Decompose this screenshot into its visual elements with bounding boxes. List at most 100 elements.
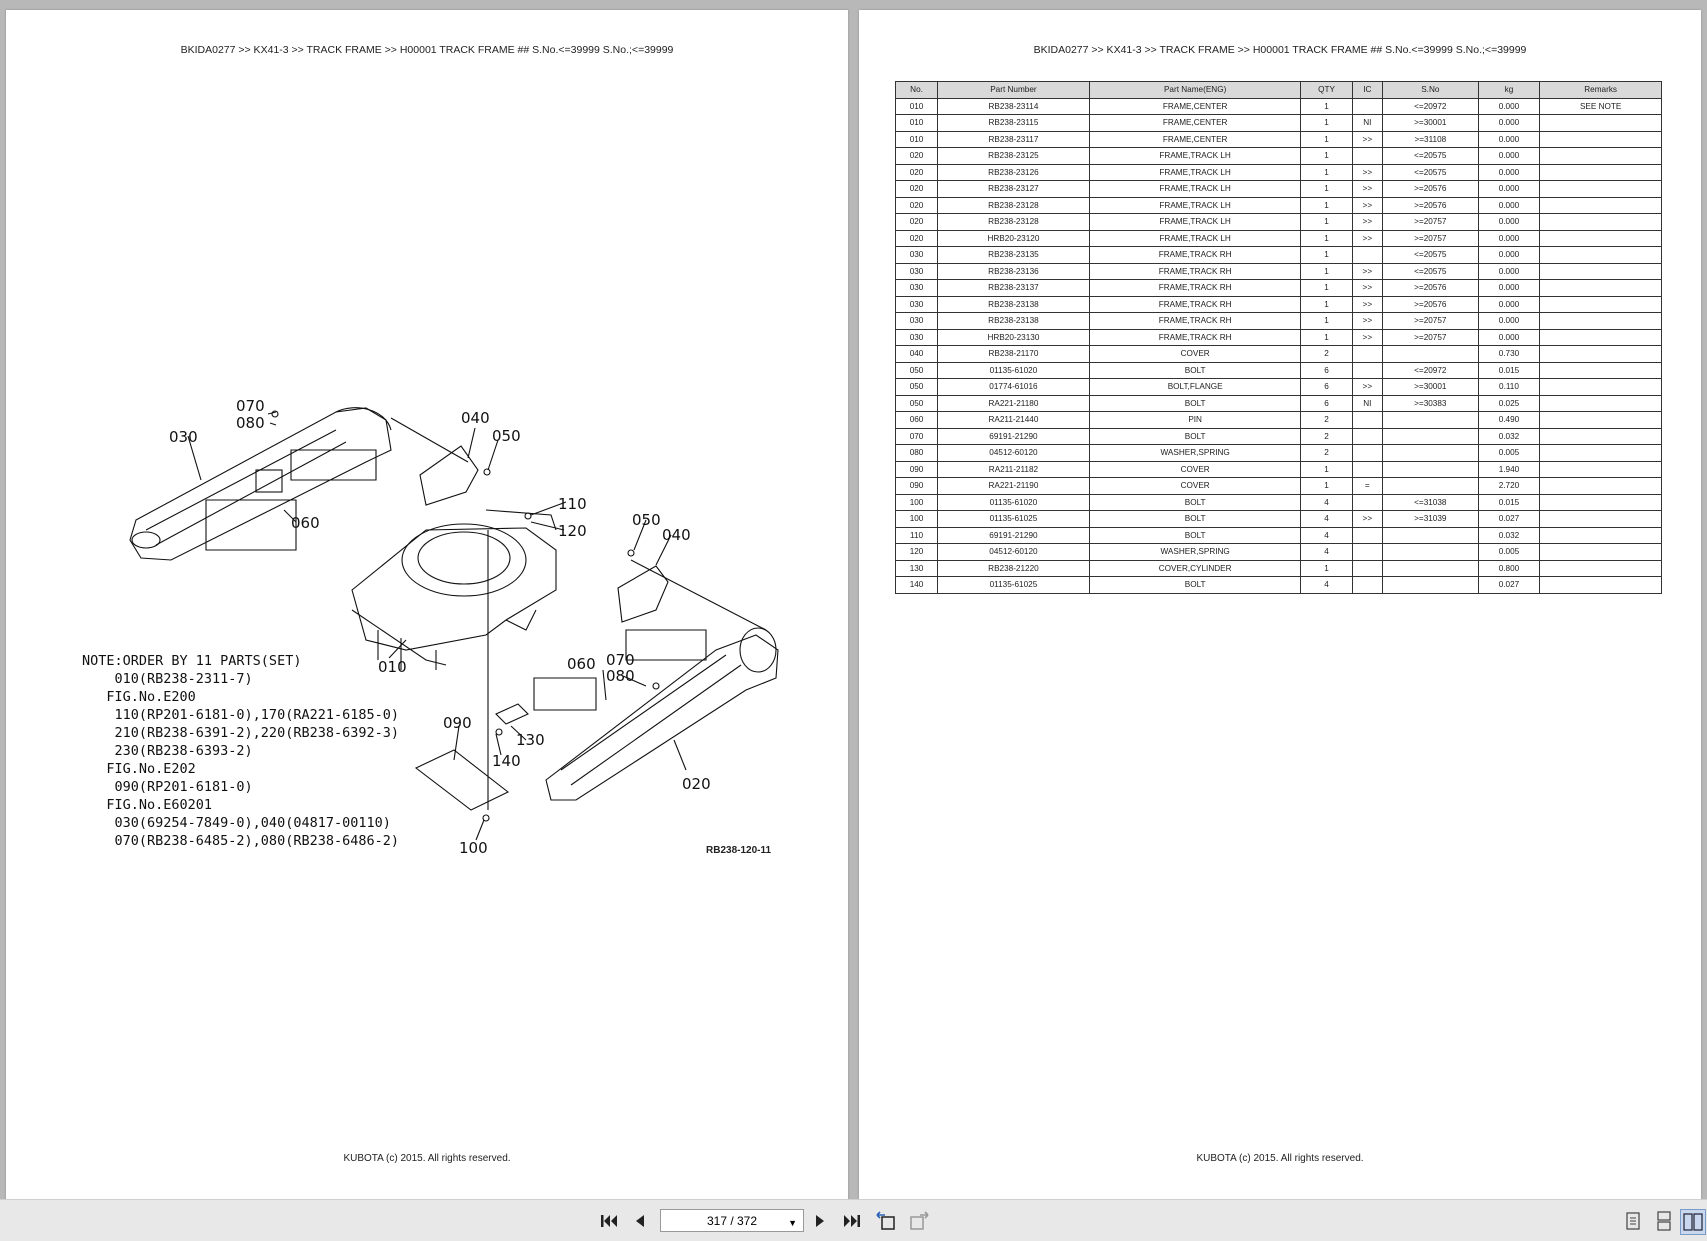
table-cell: COVER,CYLINDER	[1088, 559, 1302, 577]
cover-right-shape	[617, 565, 669, 623]
table-cell: BOLT	[1088, 576, 1302, 594]
table-cell: 100	[894, 493, 939, 511]
back-view-button[interactable]	[874, 1209, 898, 1233]
table-cell	[1382, 411, 1479, 429]
table-cell	[1539, 229, 1662, 247]
table-cell: 0.000	[1477, 229, 1541, 247]
table-cell: RB238-23126	[937, 163, 1090, 181]
table-cell	[1539, 411, 1662, 429]
table-cell	[1351, 559, 1384, 577]
table-cell: 04512-60120	[937, 444, 1090, 462]
column-header: S.No	[1382, 81, 1479, 99]
table-cell: FRAME,TRACK LH	[1088, 213, 1302, 231]
table-cell	[1382, 345, 1479, 363]
table-cell	[1382, 460, 1479, 478]
table-cell: >=31039	[1382, 510, 1479, 528]
table-cell	[1351, 526, 1384, 544]
table-cell: 1	[1300, 262, 1353, 280]
table-cell: 1	[1300, 229, 1353, 247]
table-cell: <=20575	[1382, 163, 1479, 181]
table-cell: 2	[1300, 427, 1353, 445]
table-cell: RA221-21190	[937, 477, 1090, 495]
table-cell: 1	[1300, 328, 1353, 346]
table-cell: =	[1351, 477, 1384, 495]
table-cell: <=20575	[1382, 246, 1479, 264]
right-page: BKIDA0277 >> KX41-3 >> TRACK FRAME >> H0…	[859, 10, 1701, 1200]
table-cell: 020	[894, 196, 939, 214]
table-cell	[1539, 147, 1662, 165]
table-cell: >=20576	[1382, 279, 1479, 297]
table-cell: HRB20-23120	[937, 229, 1090, 247]
callout-120: 120	[558, 522, 587, 540]
table-cell: >>	[1351, 262, 1384, 280]
table-cell	[1351, 345, 1384, 363]
table-cell: >=31108	[1382, 130, 1479, 148]
table-cell	[1539, 163, 1662, 181]
callout-060-right: 060	[567, 655, 596, 673]
table-cell: FRAME,TRACK LH	[1088, 163, 1302, 181]
table-cell: HRB20-23130	[937, 328, 1090, 346]
table-cell	[1539, 279, 1662, 297]
first-page-button[interactable]	[597, 1209, 621, 1233]
table-cell: 1.940	[1477, 460, 1541, 478]
table-cell: 0.032	[1477, 526, 1541, 544]
table-cell: RA221-21180	[937, 394, 1090, 412]
table-cell: 1	[1300, 196, 1353, 214]
callout-090: 090	[443, 714, 472, 732]
table-cell: 010	[894, 97, 939, 115]
callout-040: 040	[461, 409, 490, 427]
table-cell: >>	[1351, 279, 1384, 297]
two-page-view-button[interactable]	[1680, 1209, 1706, 1235]
table-cell: >=20757	[1382, 328, 1479, 346]
table-cell	[1382, 477, 1479, 495]
two-page-icon	[1683, 1213, 1703, 1231]
table-cell: WASHER,SPRING	[1088, 444, 1302, 462]
table-cell: RB238-23128	[937, 196, 1090, 214]
table-cell: 0.000	[1477, 213, 1541, 231]
table-cell: 030	[894, 279, 939, 297]
single-page-view-button[interactable]	[1621, 1209, 1645, 1233]
table-cell	[1539, 312, 1662, 330]
table-cell: 1	[1300, 180, 1353, 198]
table-cell: 020	[894, 163, 939, 181]
continuous-view-button[interactable]	[1652, 1209, 1676, 1233]
table-cell: 4	[1300, 526, 1353, 544]
next-page-button[interactable]	[808, 1209, 832, 1233]
table-cell: >>	[1351, 163, 1384, 181]
table-cell: 110	[894, 526, 939, 544]
table-cell: 2.720	[1477, 477, 1541, 495]
page-number-select[interactable]: 317 / 372 ▼	[660, 1209, 804, 1232]
table-cell: 030	[894, 312, 939, 330]
table-cell: 0.000	[1477, 163, 1541, 181]
table-cell	[1539, 345, 1662, 363]
table-cell: >>	[1351, 312, 1384, 330]
table-cell: WASHER,SPRING	[1088, 543, 1302, 561]
table-cell: >>	[1351, 229, 1384, 247]
table-cell: <=20575	[1382, 262, 1479, 280]
table-cell	[1539, 246, 1662, 264]
forward-view-button[interactable]	[907, 1209, 931, 1233]
table-cell: >=30383	[1382, 394, 1479, 412]
table-cell	[1382, 559, 1479, 577]
table-cell: BOLT	[1088, 361, 1302, 379]
table-cell: RA211-21440	[937, 411, 1090, 429]
next-page-icon	[816, 1215, 824, 1227]
table-cell: BOLT,FLANGE	[1088, 378, 1302, 396]
callout-070: 070	[236, 397, 265, 415]
table-cell: 1	[1300, 460, 1353, 478]
chevron-down-icon: ▼	[788, 1218, 797, 1228]
note-line: 010(RB238-2311-7)	[82, 671, 253, 687]
callout-070-right: 070	[606, 651, 635, 669]
previous-page-button[interactable]	[628, 1209, 652, 1233]
table-cell: BOLT	[1088, 526, 1302, 544]
table-cell	[1539, 196, 1662, 214]
table-cell: 6	[1300, 361, 1353, 379]
table-cell: >>	[1351, 378, 1384, 396]
last-page-button[interactable]	[840, 1209, 864, 1233]
last-page-icon	[844, 1215, 860, 1227]
